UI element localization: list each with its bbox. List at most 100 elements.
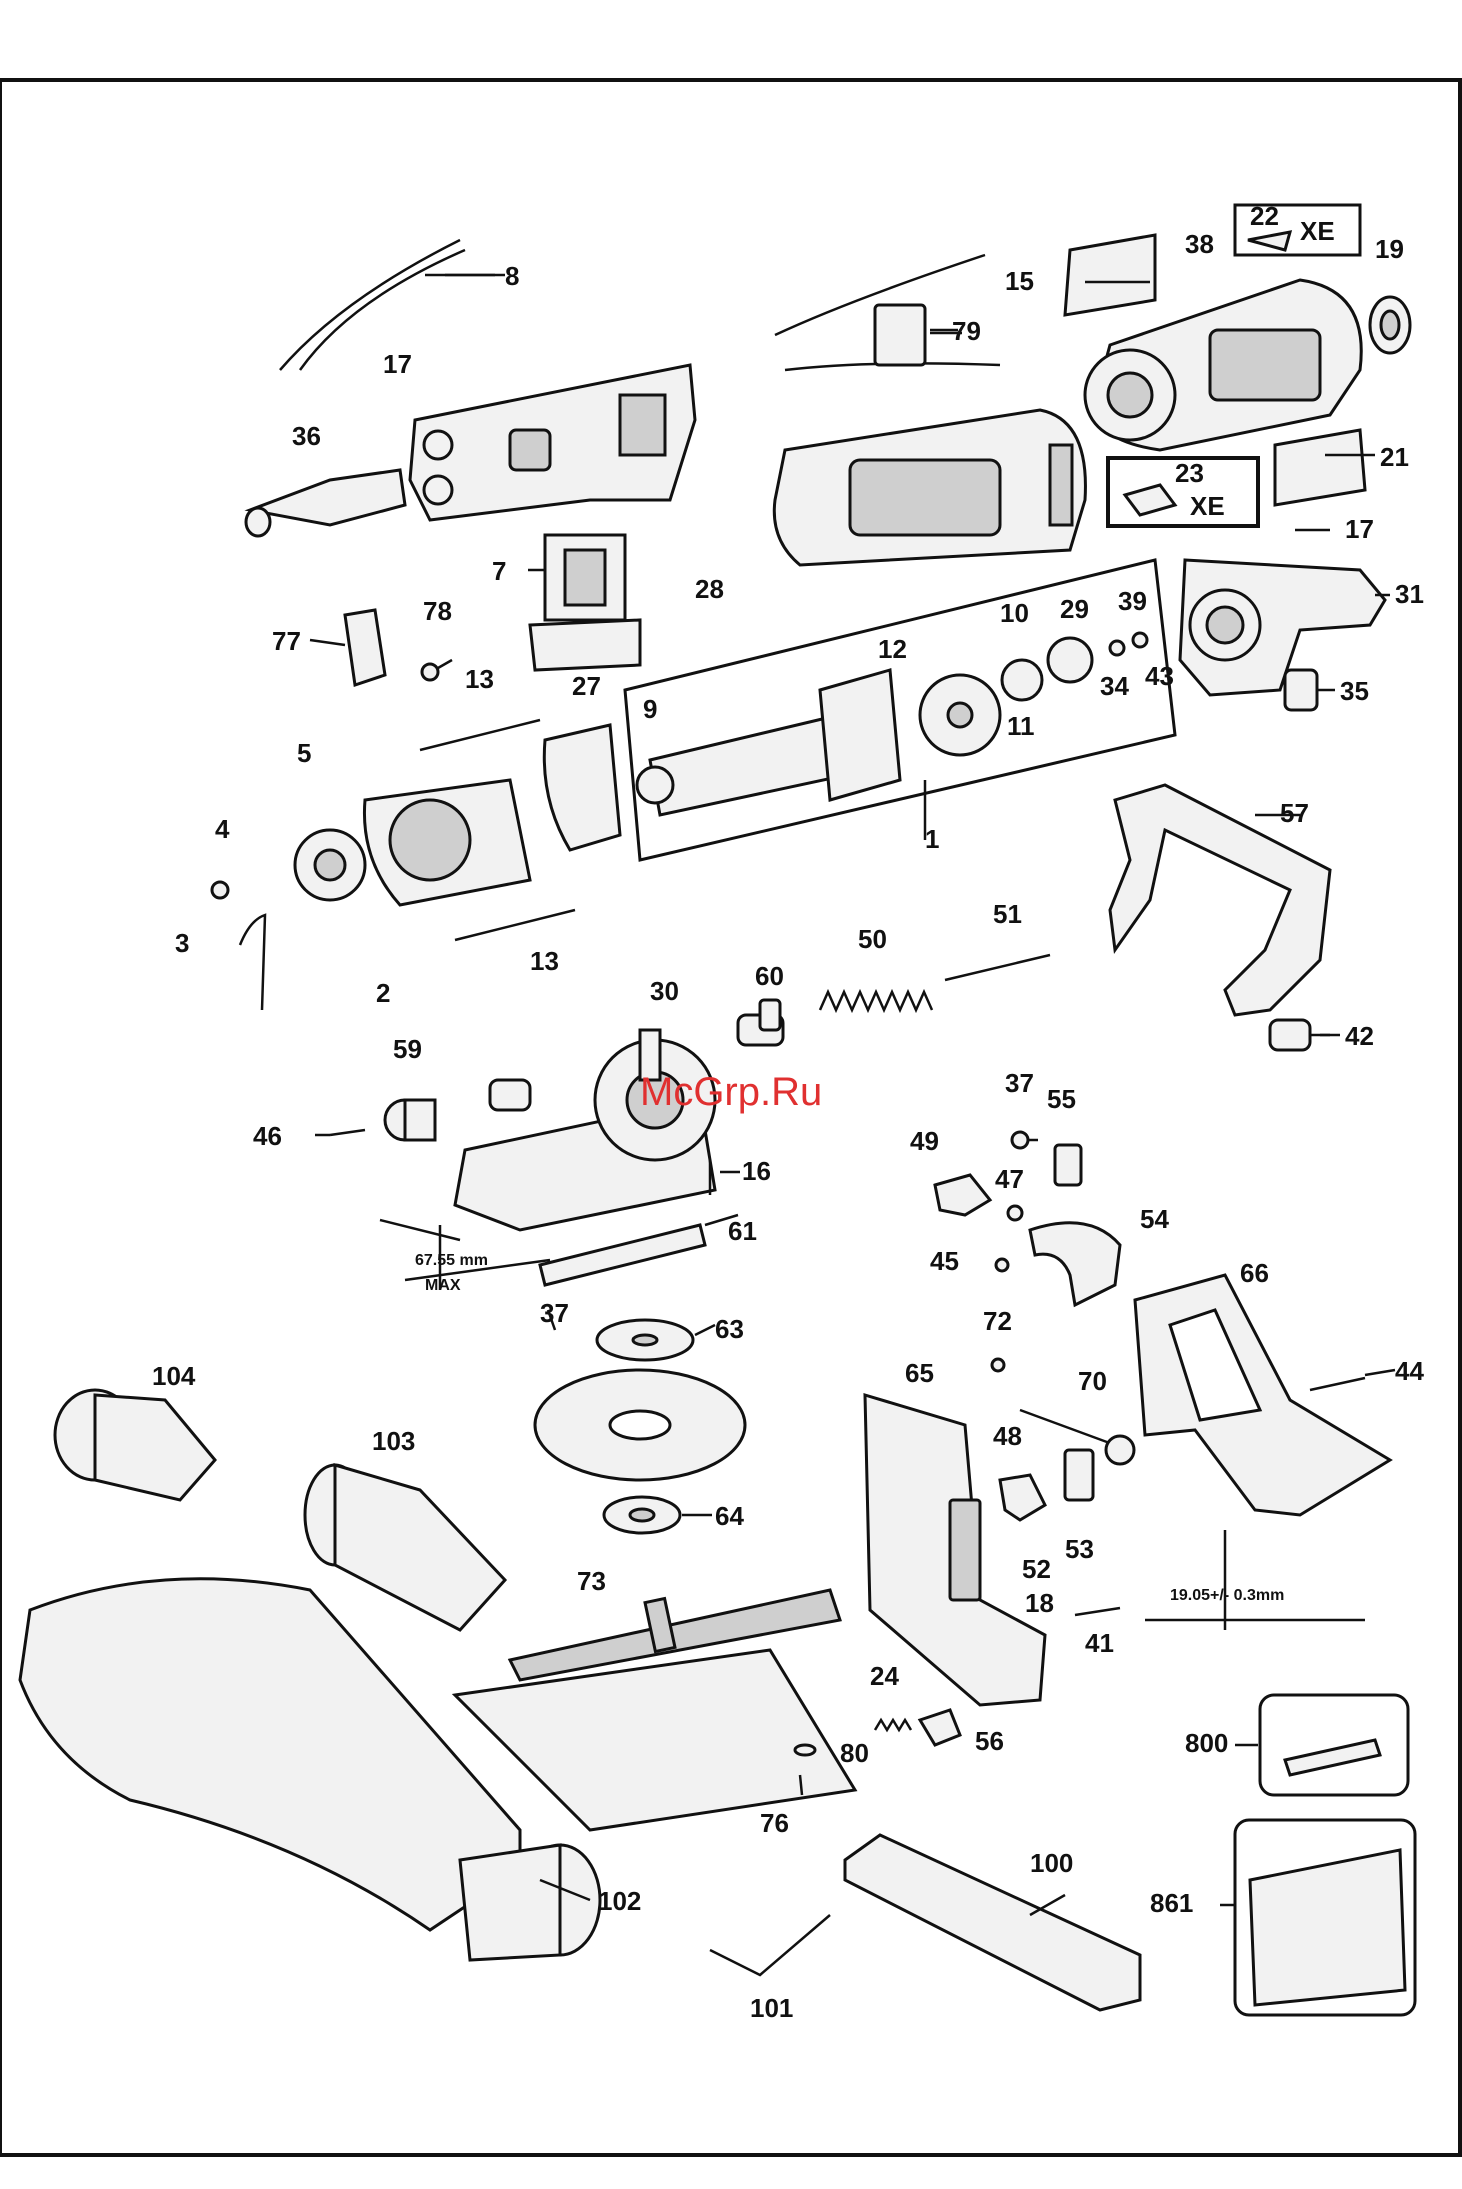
- part-brush-lead: [240, 915, 265, 1010]
- callout-52: 52: [1022, 1554, 1051, 1584]
- callout-53: 53: [1065, 1534, 1094, 1564]
- callout-102: 102: [598, 1886, 641, 1916]
- callout-44: 44: [1395, 1356, 1424, 1386]
- callout-28: 28: [695, 574, 724, 604]
- part-switch: [530, 535, 640, 670]
- xe-small-text: XE: [1300, 216, 1335, 246]
- part-rod-51: [945, 955, 1050, 980]
- callout-55: 55: [1047, 1084, 1076, 1114]
- callout-15: 15: [1005, 266, 1034, 296]
- callout-57: 57: [1280, 798, 1309, 828]
- callout-7: 7: [492, 556, 506, 586]
- part-flange-64: [604, 1497, 680, 1533]
- callout-48: 48: [993, 1421, 1022, 1451]
- callout-56: 56: [975, 1726, 1004, 1756]
- callout-35: 35: [1340, 676, 1369, 706]
- callout-13a: 13: [465, 664, 494, 694]
- part-800-box: [1260, 1695, 1408, 1795]
- callout-12: 12: [878, 634, 907, 664]
- callout-31: 31: [1395, 579, 1424, 609]
- callout-9: 9: [643, 694, 657, 724]
- callout-21: 21: [1380, 442, 1409, 472]
- part-field: [364, 780, 530, 905]
- part-nut-47: [1008, 1206, 1022, 1220]
- callout-76: 76: [760, 1808, 789, 1838]
- callout-79: 79: [952, 316, 981, 346]
- callout-8: 8: [505, 261, 519, 291]
- part-gear-case: [1180, 560, 1385, 695]
- callout-101: 101: [750, 1993, 793, 2023]
- callout-77: 77: [272, 626, 301, 656]
- callout-39: 39: [1118, 586, 1147, 616]
- callout-17b: 17: [1345, 514, 1374, 544]
- part-label-21: [1275, 430, 1365, 505]
- depth-dimension: 67.55 mm MAX: [380, 1220, 550, 1294]
- callout-11: 11: [1007, 711, 1035, 741]
- part-screw-78: [422, 660, 452, 680]
- callout-19: 19: [1375, 234, 1404, 264]
- callout-72: 72: [983, 1306, 1012, 1336]
- part-rail: [540, 1225, 705, 1285]
- callout-37a: 37: [540, 1298, 569, 1328]
- part-spring-50: [820, 992, 932, 1010]
- callout-49: 49: [910, 1126, 939, 1156]
- part-screw-41: [1075, 1608, 1120, 1615]
- callout-70: 70: [1078, 1366, 1107, 1396]
- callout-104: 104: [152, 1361, 196, 1391]
- part-seal-19: [1370, 297, 1410, 353]
- callout-59: 59: [393, 1034, 422, 1064]
- callout-861: 861: [1150, 1888, 1193, 1918]
- part-screw-46: [330, 1130, 365, 1135]
- part-washer-63: [597, 1320, 693, 1360]
- callout-103: 103: [372, 1426, 415, 1456]
- callout-2: 2: [376, 978, 390, 1008]
- part-kit-box: [1235, 1820, 1415, 2015]
- part-motor-base: [455, 1030, 715, 1230]
- part-fence-guard: [1030, 1223, 1120, 1305]
- xe-large-text: XE: [1190, 491, 1225, 521]
- callout-100: 100: [1030, 1848, 1073, 1878]
- depth-dimension-value: 67.55 mm: [415, 1252, 488, 1269]
- callout-16: 16: [742, 1156, 771, 1186]
- part-cutter-blade: [535, 1370, 745, 1480]
- callout-37b: 37: [1005, 1068, 1034, 1098]
- callout-46: 46: [253, 1121, 282, 1151]
- armature-assembly-box: [625, 560, 1175, 860]
- callout-29: 29: [1060, 594, 1089, 624]
- xe-badge-small: 22 XE: [1235, 201, 1360, 255]
- depth-dimension-max: MAX: [425, 1277, 461, 1294]
- part-long-screw-upper: [420, 720, 540, 750]
- part-adjust-knob: [385, 1100, 435, 1140]
- part-pin-60: [738, 1000, 783, 1045]
- part-dust-adaptor-103: [305, 1465, 505, 1630]
- callout-38: 38: [1185, 229, 1214, 259]
- part-housing-half: [410, 365, 695, 520]
- part-wrench-bar: [845, 1835, 1140, 2010]
- part-latch-56: [920, 1710, 960, 1745]
- callout-66: 66: [1240, 1258, 1269, 1288]
- callout-51: 51: [993, 899, 1022, 929]
- callout-47: 47: [995, 1164, 1024, 1194]
- part-suppressor: [775, 255, 1000, 370]
- part-fence-frame: [1135, 1275, 1390, 1515]
- callout-80: 80: [840, 1738, 869, 1768]
- callout-60: 60: [755, 961, 784, 991]
- xe-small-number: 22: [1250, 201, 1279, 231]
- part-baffle: [544, 725, 620, 850]
- watermark: McGrp.Ru: [640, 1070, 822, 1114]
- part-label-15: [1065, 235, 1155, 315]
- part-base-plate: [455, 1590, 855, 1830]
- part-motor-housing: [774, 410, 1085, 565]
- xe-badge-large: 23 XE: [1108, 458, 1258, 526]
- part-screw-37b: [1012, 1132, 1038, 1148]
- callout-41: 41: [1085, 1628, 1114, 1658]
- callout-42: 42: [1345, 1021, 1374, 1051]
- callout-50: 50: [858, 924, 887, 954]
- callout-18: 18: [1025, 1588, 1054, 1618]
- callout-10: 10: [1000, 598, 1029, 628]
- part-brush-4: [212, 882, 228, 898]
- part-hex-key: [710, 1915, 830, 1975]
- part-clip-53: [1065, 1450, 1093, 1500]
